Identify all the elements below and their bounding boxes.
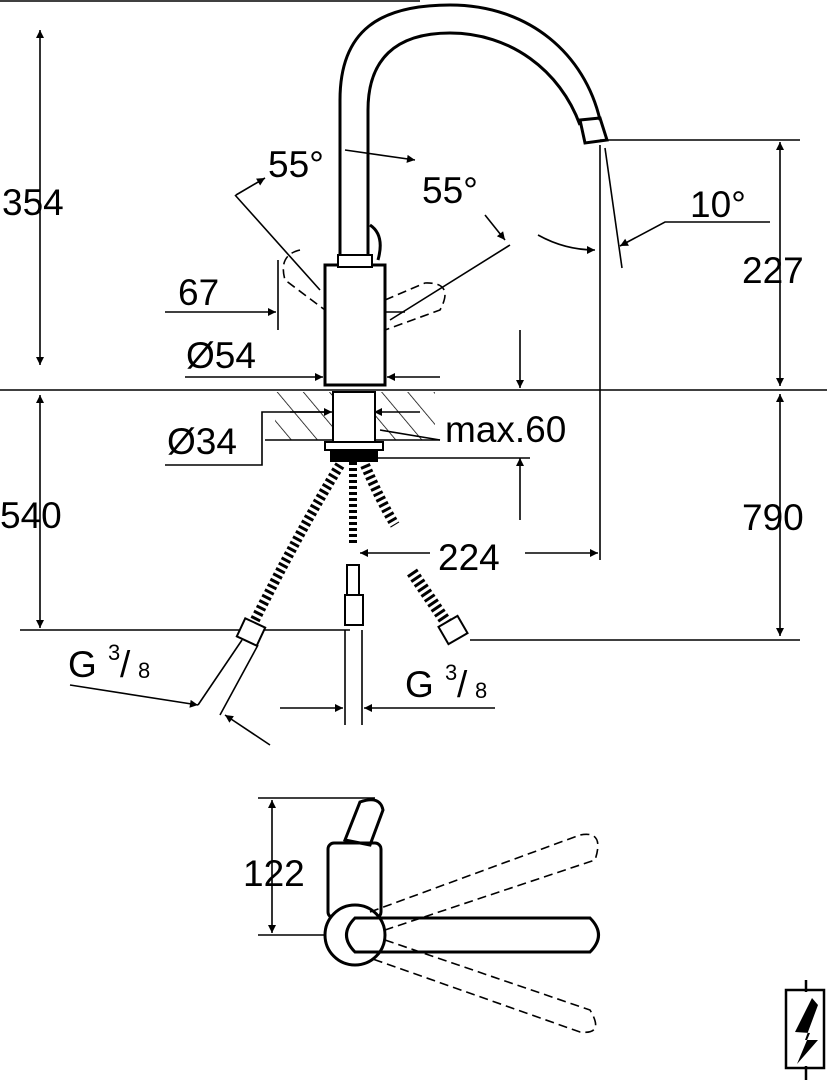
lever-offset-label: 67 xyxy=(178,272,219,313)
spout-height-label: 227 xyxy=(742,250,804,291)
reach-label: 224 xyxy=(438,537,500,578)
spout-angle-label: 10° xyxy=(690,184,746,225)
connection-left-label: G 3 / 8 xyxy=(68,640,150,685)
svg-text:/: / xyxy=(120,644,131,685)
body-diameter-label: Ø54 xyxy=(186,335,256,376)
electrical-symbol-icon xyxy=(784,980,826,1080)
countertop-section xyxy=(265,391,440,462)
svg-text:G: G xyxy=(68,644,97,685)
hole-diameter-label: Ø34 xyxy=(167,421,237,462)
svg-text:3: 3 xyxy=(445,660,457,685)
faucet-body xyxy=(282,3,609,387)
total-height-label: 790 xyxy=(742,497,804,538)
connection-right-label: G 3 / 8 xyxy=(405,660,487,705)
supply-hoses xyxy=(197,462,469,716)
svg-text:/: / xyxy=(457,664,468,705)
svg-text:8: 8 xyxy=(475,678,487,703)
svg-text:8: 8 xyxy=(138,658,150,683)
height-bottom-label: 540 xyxy=(0,495,62,536)
angle-right-label: 55° xyxy=(422,170,478,211)
top-view xyxy=(323,798,600,1034)
angle-left-label: 55° xyxy=(268,144,324,185)
lever-height-label: 122 xyxy=(243,853,305,894)
height-top-label: 354 xyxy=(2,182,64,223)
svg-text:G: G xyxy=(405,664,434,705)
max-thickness-label: max.60 xyxy=(445,409,566,450)
dimension-lines xyxy=(0,0,827,936)
svg-text:3: 3 xyxy=(108,640,120,665)
